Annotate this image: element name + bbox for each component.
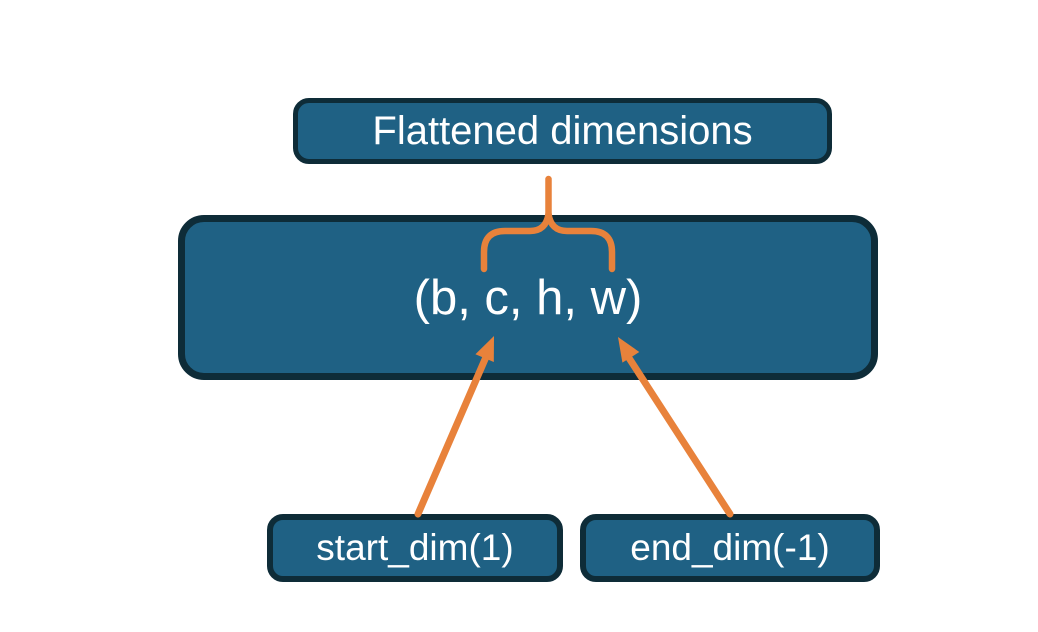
start-dim-label: start_dim(1) — [316, 527, 514, 568]
end-dim-arrow-shaft — [625, 354, 734, 518]
end-dim-box: end_dim(-1) — [580, 514, 880, 582]
end-dim-label: end_dim(-1) — [630, 527, 830, 568]
flattened-dimensions-box: Flattened dimensions — [293, 98, 832, 164]
start-dim-box: start_dim(1) — [267, 514, 563, 582]
flattened-dimensions-label: Flattened dimensions — [372, 108, 753, 153]
tensor-shape-label: (b, c, h, w) — [413, 270, 643, 325]
start-dim-arrow-shaft — [414, 353, 490, 518]
tensor-shape-box: (b, c, h, w) — [178, 215, 878, 380]
